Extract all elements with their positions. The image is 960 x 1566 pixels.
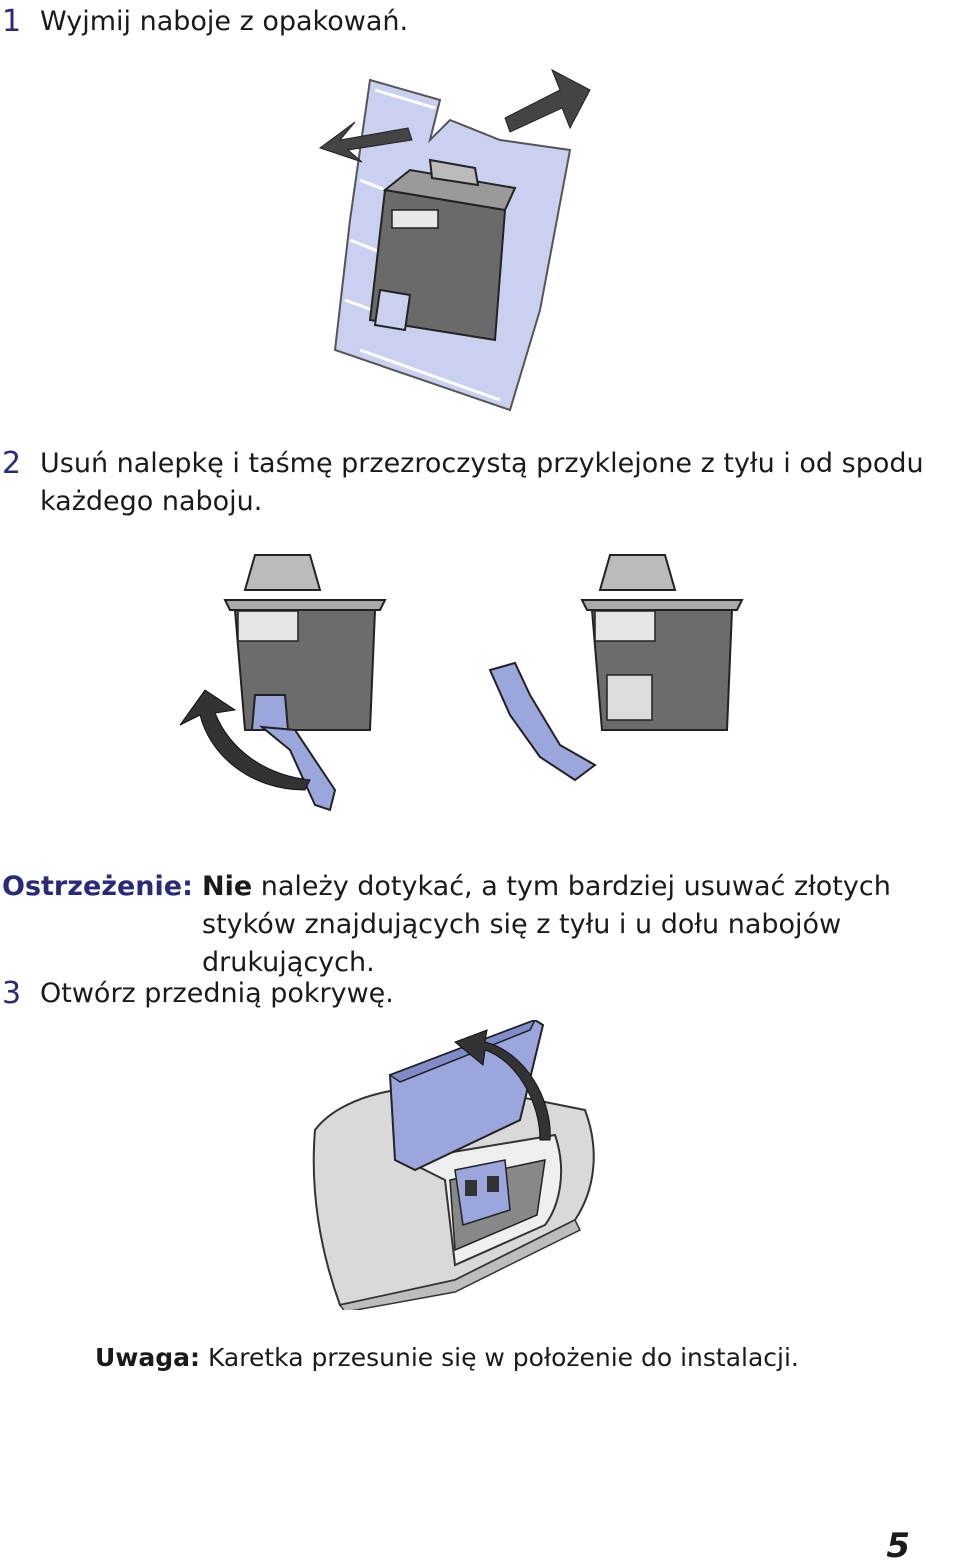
warning-emphasis: Nie: [202, 871, 253, 902]
warning-text: Nie należy dotykać, a tym bardziej usuwa…: [202, 868, 960, 982]
note-label: Uwaga:: [95, 1343, 201, 1372]
step-number: 3: [2, 976, 22, 1011]
step-text: Otwórz przednią pokrywę.: [40, 978, 394, 1009]
note-text: Karetka przesunie się w położenie do ins…: [200, 1343, 799, 1372]
cartridge-package-illustration: [318, 68, 591, 412]
cartridge-right: [580, 554, 744, 731]
warning-body: należy dotykać, a tym bardziej usuwać zł…: [202, 871, 891, 978]
step-text: Usuń nalepkę i taśmę przezroczystą przyk…: [40, 448, 924, 517]
cartridge-left: [223, 554, 387, 812]
step-text: Wyjmij naboje z opakowań.: [40, 6, 409, 37]
warning-label: Ostrzeżenie:: [2, 871, 193, 902]
step-number: 2: [2, 446, 22, 481]
step-number: 1: [2, 4, 22, 39]
printer-open-cover-illustration: [312, 1020, 595, 1310]
page-number: 5: [886, 1526, 910, 1566]
remove-tape-illustration: [179, 554, 744, 812]
note-block: Uwaga: Karetka przesunie się w położenie…: [95, 1340, 799, 1376]
